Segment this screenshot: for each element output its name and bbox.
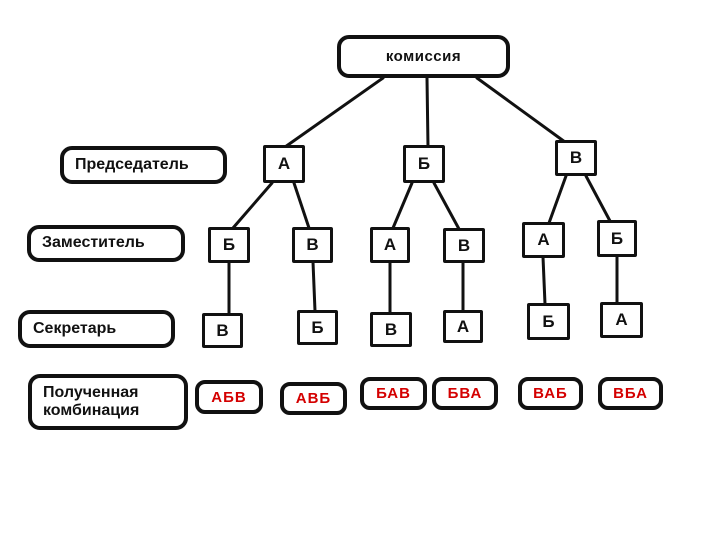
node-secretary-bva: А — [443, 310, 483, 343]
edge-b-a — [391, 181, 414, 230]
node-deputy-vb: Б — [597, 220, 637, 257]
node-secretary-bav: В — [370, 312, 412, 347]
row-label-secretary: Секретарь — [18, 310, 175, 348]
edge-root-v — [475, 76, 567, 144]
combination-avb: АВБ — [280, 382, 347, 415]
edge-a-b — [231, 181, 274, 230]
combination-vab: ВАБ — [518, 377, 583, 410]
edge-v-b — [584, 174, 612, 223]
combination-bav: БАВ — [360, 377, 427, 410]
node-deputy-ab: Б — [208, 227, 250, 263]
edge-v-a — [547, 174, 568, 225]
node-secretary-abv: В — [202, 313, 243, 348]
row-label-combination: Полученная комбинация — [28, 374, 188, 430]
edge-a-v — [292, 181, 311, 230]
edge-root-a — [283, 76, 385, 149]
node-secretary-vba: А — [600, 302, 643, 338]
node-secretary-avb: Б — [297, 310, 338, 345]
node-deputy-ba: А — [370, 227, 410, 263]
edge-av-b — [311, 260, 317, 313]
node-deputy-av: В — [292, 227, 333, 263]
edge-root-b — [425, 76, 430, 149]
node-deputy-bv: В — [443, 228, 485, 263]
combination-abv: АБВ — [195, 380, 263, 414]
node-chairman-b: Б — [403, 145, 445, 183]
combination-vba: ВБА — [598, 377, 663, 410]
node-secretary-vab: Б — [527, 303, 570, 340]
row-label-deputy: Заместитель — [27, 225, 185, 262]
root-node-commission: комиссия — [337, 35, 510, 78]
combination-bva: БВА — [432, 377, 498, 410]
edge-b-v — [432, 181, 461, 231]
node-deputy-va: А — [522, 222, 565, 258]
node-chairman-v: В — [555, 140, 597, 176]
edge-va-b — [541, 255, 547, 306]
node-chairman-a: А — [263, 145, 305, 183]
row-label-chairman: Председатель — [60, 146, 227, 184]
